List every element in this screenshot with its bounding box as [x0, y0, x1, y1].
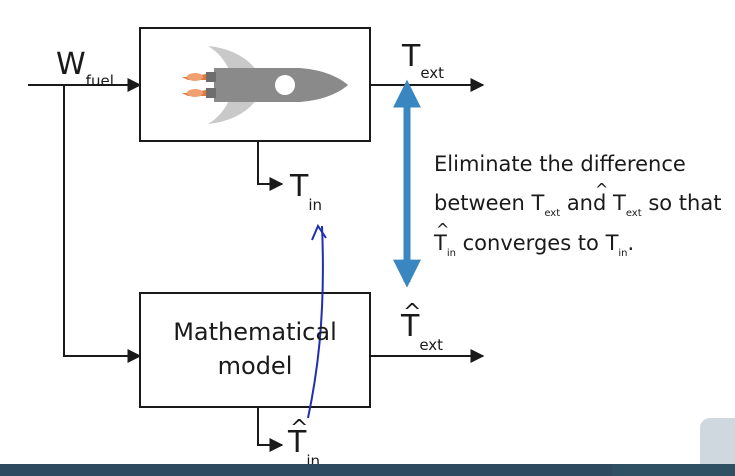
handwritten-arrowhead: [311, 223, 327, 241]
plant-internal-line: [257, 141, 284, 191]
corner-overlay: [700, 418, 735, 464]
progress-segment: [0, 464, 612, 476]
bottom-toolbar: [0, 464, 735, 476]
internal-estimated-label: ^ Tin: [288, 416, 321, 470]
note-line-1: Eliminate the difference: [434, 152, 686, 176]
note-hat-1: ^: [595, 180, 609, 199]
model-internal-line: [257, 407, 284, 452]
internal-actual-label: Tin: [290, 169, 323, 214]
rocket-icon: [182, 46, 348, 124]
note-hat-2: ^: [436, 220, 450, 239]
model-box: [139, 292, 371, 408]
note-line-2: between Text and Text so that: [434, 191, 722, 219]
handwritten-arrow: [307, 225, 324, 419]
output-actual-label: Text: [402, 39, 445, 82]
note-line-3: Tin converges to Tin.: [434, 231, 635, 259]
model-label: Mathematical model: [173, 318, 337, 380]
input-label: Wfuel: [56, 47, 114, 90]
input-branch-line: [63, 85, 142, 363]
output-estimated-label: ^ Text: [401, 300, 444, 354]
